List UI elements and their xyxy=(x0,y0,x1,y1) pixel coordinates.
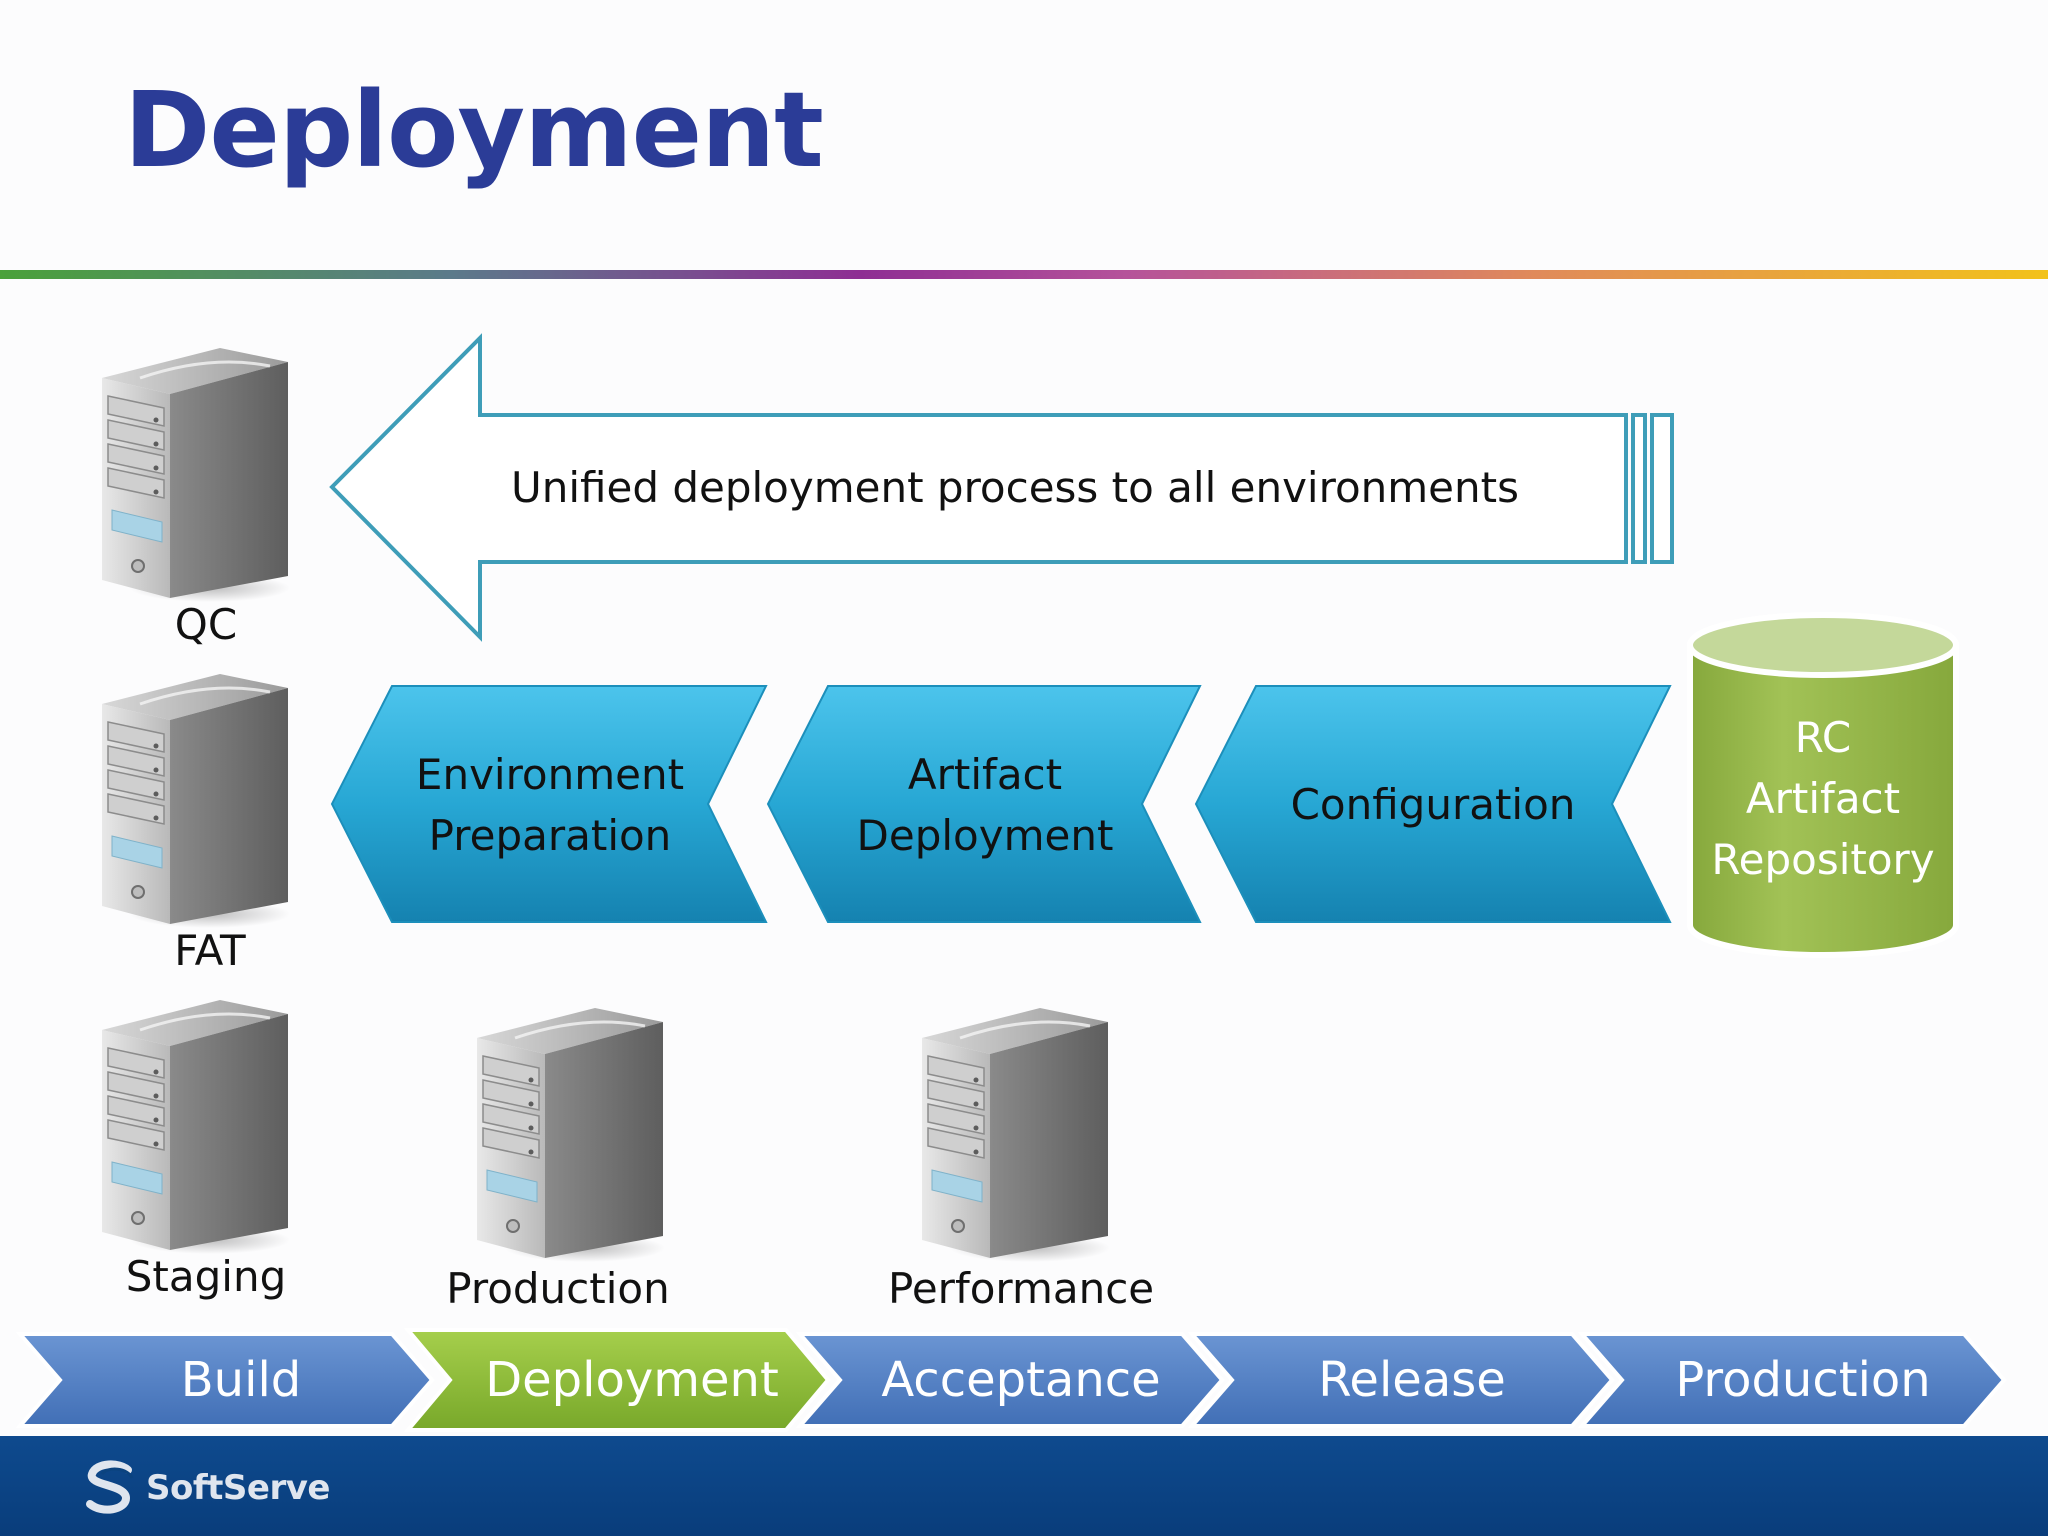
pipeline-label: Production xyxy=(1675,1352,1930,1408)
server-label-fat: FAT xyxy=(174,926,246,975)
server-performance-icon xyxy=(920,1008,1110,1264)
pipeline-stage-production: Production xyxy=(1577,1332,2007,1428)
server-fat-icon xyxy=(100,674,290,930)
step-label-line2: Preparation xyxy=(429,811,672,860)
pipeline-stage-acceptance: Acceptance xyxy=(795,1332,1225,1428)
pipeline-label: Build xyxy=(181,1352,302,1408)
pipeline-stage-deployment: Deployment xyxy=(403,1328,831,1432)
step-label-line2: Deployment xyxy=(857,811,1114,860)
gradient-divider xyxy=(0,270,2048,279)
process-step-configuration: Configuration xyxy=(1194,685,1672,923)
pipeline-label: Release xyxy=(1318,1352,1506,1408)
process-step-artifact-deployment: Artifact Deployment xyxy=(766,685,1202,923)
server-staging-icon xyxy=(100,1000,290,1256)
footer-bar xyxy=(0,1436,2048,1536)
step-label-line1: Artifact xyxy=(908,750,1062,799)
server-qc-icon xyxy=(100,348,290,604)
server-label-qc: QC xyxy=(174,600,238,649)
repository-label-line1: RC xyxy=(1795,713,1851,762)
server-production-icon xyxy=(475,1008,665,1264)
step-label-line1: Configuration xyxy=(1291,780,1576,829)
server-label-production: Production xyxy=(446,1264,670,1313)
pipeline-label: Deployment xyxy=(485,1352,779,1408)
softserve-logo-icon xyxy=(86,1460,134,1514)
softserve-logo: SoftServe xyxy=(82,1460,330,1516)
repository-label-line2: Artifact xyxy=(1746,774,1900,823)
server-label-performance: Performance xyxy=(888,1264,1155,1313)
brand-name: SoftServe xyxy=(146,1468,330,1508)
unified-process-arrow: Unified deployment process to all enviro… xyxy=(329,333,1674,642)
pipeline-stage-build: Build xyxy=(15,1332,435,1428)
arrow-caption: Unified deployment process to all enviro… xyxy=(511,463,1519,512)
server-label-staging: Staging xyxy=(125,1252,287,1301)
slide-title: Deployment xyxy=(124,69,824,191)
step-label-line1: Environment xyxy=(416,750,684,799)
repository-label-line3: Repository xyxy=(1711,835,1934,884)
pipeline-label: Acceptance xyxy=(881,1352,1160,1408)
process-step-environment-preparation: Environment Preparation xyxy=(330,685,768,923)
rc-artifact-repository: RC Artifact Repository xyxy=(1687,612,1959,958)
pipeline-stage-release: Release xyxy=(1187,1332,1615,1428)
